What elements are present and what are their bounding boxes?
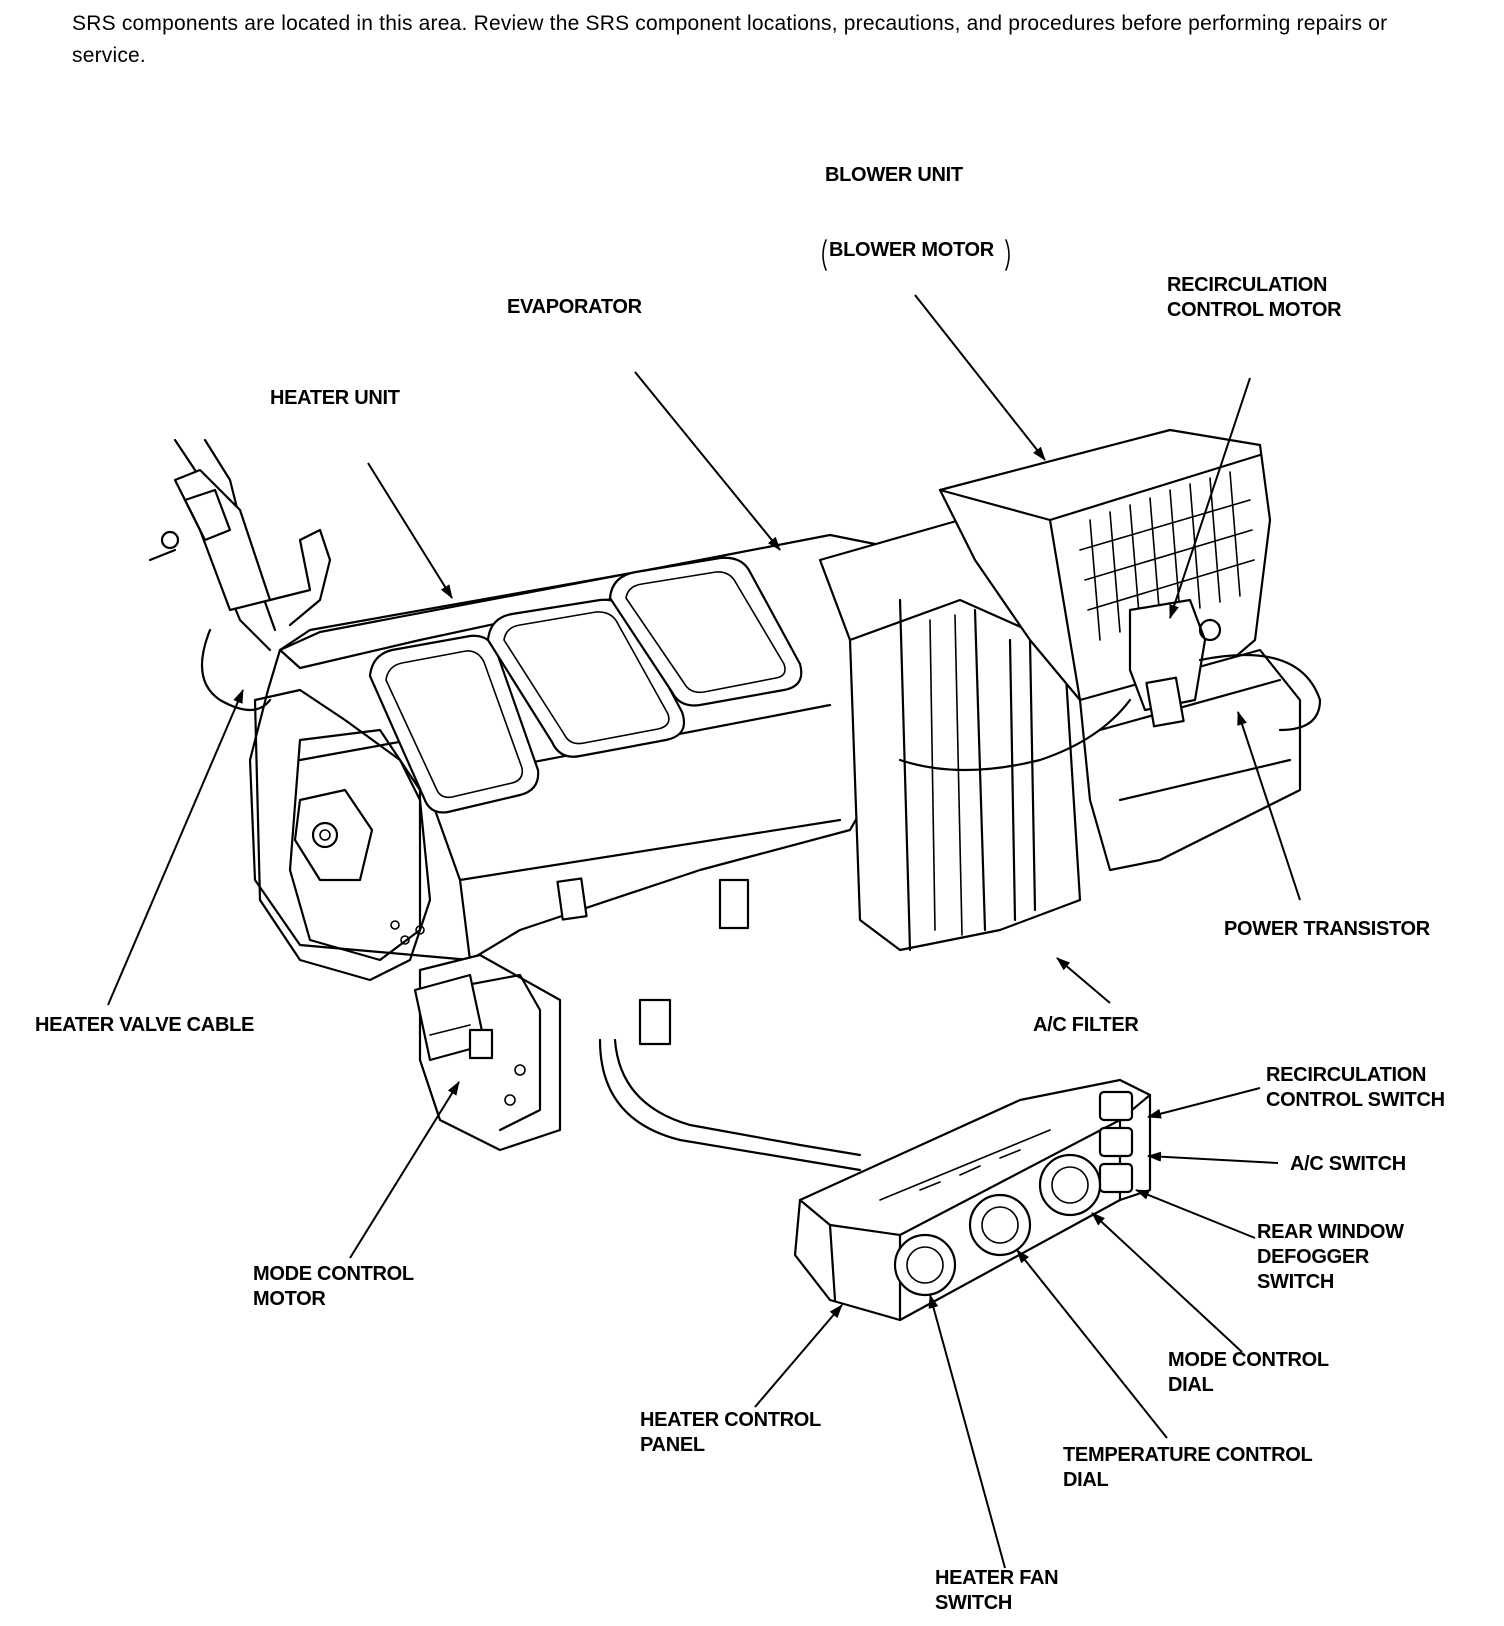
- heater-evaporator-housing: [248, 533, 892, 1152]
- label-heater-unit-line1: HEATER UNIT: [270, 387, 400, 409]
- srs-warning-note: SRS components are located in this area.…: [72, 12, 1388, 67]
- blower-motor-bracket: [822, 239, 1010, 271]
- label-ac-switch: A/C SWITCH: [1290, 1152, 1406, 1177]
- label-ac-filter-line1: A/C FILTER: [1033, 1014, 1139, 1036]
- label-recirc-motor-line2: CONTROL MOTOR: [1167, 299, 1342, 321]
- label-heater-panel-line1: HEATER CONTROL: [640, 1409, 821, 1431]
- control-cable-2: [613, 1038, 862, 1157]
- label-fan-switch-line2: SWITCH: [935, 1592, 1013, 1614]
- label-defogger-line3: SWITCH: [1257, 1271, 1335, 1293]
- label-rear-window-defogger-switch: REAR WINDOW DEFOGGER SWITCH: [1257, 1220, 1404, 1295]
- label-heater-valve-cable: HEATER VALVE CABLE: [35, 1013, 254, 1038]
- label-blower-motor: BLOWER MOTOR: [829, 238, 994, 263]
- heater-control-panel-art: [793, 1078, 1152, 1322]
- label-recirculation-control-motor: RECIRCULATION CONTROL MOTOR: [1167, 273, 1342, 323]
- label-mode-motor-line1: MODE CONTROL: [253, 1263, 414, 1285]
- label-ac-filter: A/C FILTER: [1033, 1013, 1139, 1038]
- label-mode-dial-line2: DIAL: [1168, 1374, 1214, 1396]
- label-heater-unit: HEATER UNIT: [270, 386, 400, 411]
- label-heater-panel-line2: PANEL: [640, 1434, 705, 1456]
- label-temperature-control-dial: TEMPERATURE CONTROL DIAL: [1063, 1443, 1313, 1493]
- label-recirc-motor-line1: RECIRCULATION: [1167, 274, 1328, 296]
- label-defogger-line2: DEFOGGER: [1257, 1246, 1370, 1268]
- label-blower-unit-line1: BLOWER UNIT: [825, 164, 963, 186]
- label-blower-unit: BLOWER UNIT: [825, 163, 963, 188]
- label-fan-switch-line1: HEATER FAN: [935, 1567, 1059, 1589]
- label-recirc-switch-line1: RECIRCULATION: [1266, 1064, 1427, 1086]
- label-recirc-switch-line2: CONTROL SWITCH: [1266, 1089, 1445, 1111]
- label-heater-control-panel: HEATER CONTROL PANEL: [640, 1408, 821, 1458]
- label-blower-motor-line1: BLOWER MOTOR: [829, 239, 994, 261]
- label-temp-dial-line2: DIAL: [1063, 1469, 1109, 1491]
- label-mode-control-dial: MODE CONTROL DIAL: [1168, 1348, 1329, 1398]
- label-ac-switch-line1: A/C SWITCH: [1290, 1153, 1406, 1175]
- heater-pipes: [148, 438, 332, 712]
- control-cable: [598, 1038, 862, 1172]
- leader-lines: [107, 294, 1301, 1569]
- label-mode-dial-line1: MODE CONTROL: [1168, 1349, 1329, 1371]
- label-mode-motor-line2: MOTOR: [253, 1288, 326, 1310]
- label-power-transistor: POWER TRANSISTOR: [1224, 917, 1430, 942]
- label-defogger-line1: REAR WINDOW: [1257, 1221, 1404, 1243]
- blower-unit-housing: [818, 428, 1322, 952]
- label-evaporator: EVAPORATOR: [507, 295, 642, 320]
- label-mode-control-motor: MODE CONTROL MOTOR: [253, 1262, 414, 1312]
- label-heater-fan-switch: HEATER FAN SWITCH: [935, 1566, 1059, 1616]
- label-power-transistor-line1: POWER TRANSISTOR: [1224, 918, 1430, 940]
- label-evaporator-line1: EVAPORATOR: [507, 296, 642, 318]
- label-recirculation-control-switch: RECIRCULATION CONTROL SWITCH: [1266, 1063, 1445, 1113]
- label-temp-dial-line1: TEMPERATURE CONTROL: [1063, 1444, 1313, 1466]
- label-heater-valve-cable-line1: HEATER VALVE CABLE: [35, 1014, 255, 1036]
